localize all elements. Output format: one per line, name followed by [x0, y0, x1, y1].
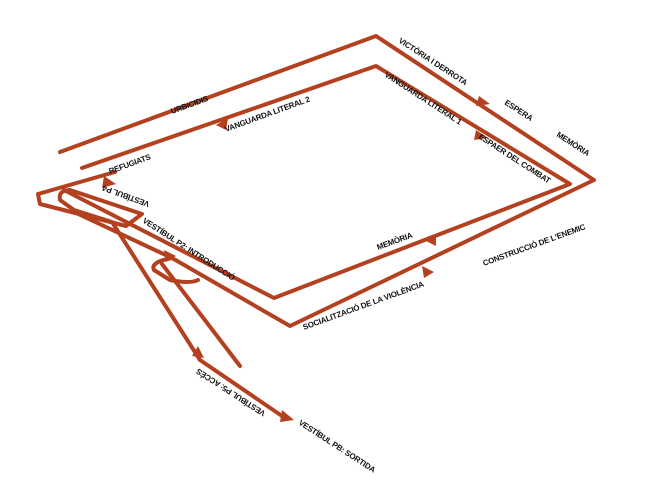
entry-loop-path [36, 170, 284, 418]
arrow-socialitzacio [422, 266, 434, 278]
label-vestibul-pb: VESTÍBUL PB: SORTIDA [297, 418, 377, 475]
arrow-refugiats [102, 176, 116, 188]
access-path [160, 262, 242, 368]
outer-route-path [58, 34, 596, 328]
arrow-vestibul-pb [280, 410, 294, 422]
label-espera: ESPERA [503, 98, 535, 123]
label-urbicidis: URBICIDIS [170, 94, 211, 116]
arrow-vestibul-p5 [192, 346, 204, 358]
arrow-vanguarda2 [216, 118, 228, 130]
label-espaer: ESPAER DEL COMBAT [477, 132, 552, 185]
label-memoria-right: MEMÒRIA [555, 130, 592, 158]
connector-path [72, 210, 174, 260]
arrow-espera [476, 96, 490, 106]
arrow-vestibul-p2 [164, 250, 176, 262]
inner-route-path [62, 64, 572, 300]
label-vestibul-p5: VESTÍBUL P5: ACCÉS [194, 366, 267, 418]
arrow-memoria-inner [424, 234, 436, 246]
label-victoria: VICTÒRIA I DERROTA [397, 36, 469, 87]
arrow-espaer [474, 130, 488, 140]
label-memoria-inner: MEMÒRIA [376, 231, 414, 252]
label-socialitzacio: SOCIALITZACIÓ DE LA VIOLÈNCIA [302, 279, 426, 331]
label-construccio: CONSTRUCCIÓ DE L'ENEMIC [482, 222, 587, 268]
